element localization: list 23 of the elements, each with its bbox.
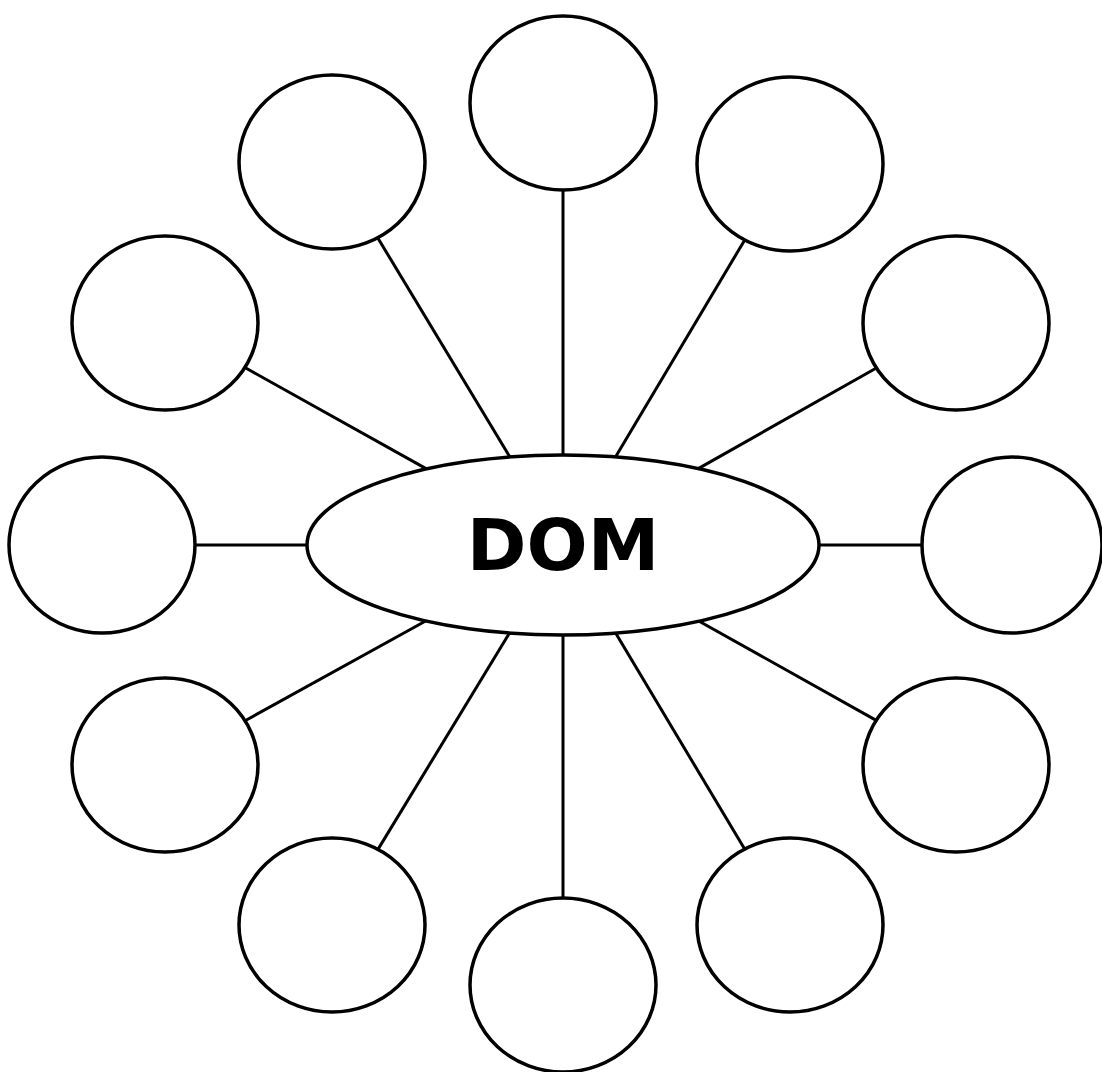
empty-circle xyxy=(237,836,427,1014)
empty-circle xyxy=(695,75,885,253)
connector-line xyxy=(244,366,428,471)
empty-circle xyxy=(70,676,260,854)
connector-line xyxy=(561,190,565,455)
connector-line xyxy=(819,543,922,547)
connector-line xyxy=(561,635,565,898)
connector-line xyxy=(698,619,877,722)
connector-line xyxy=(376,632,511,851)
center-ellipse xyxy=(305,453,821,637)
empty-circle xyxy=(237,73,427,251)
empty-circle xyxy=(468,14,658,192)
connector-line xyxy=(244,619,427,723)
empty-circle xyxy=(695,836,885,1014)
empty-circle xyxy=(7,455,197,635)
node-label: DOM xyxy=(466,509,660,581)
connector-line xyxy=(614,632,746,850)
connector-line xyxy=(376,237,512,458)
empty-circle xyxy=(70,234,260,412)
empty-circle xyxy=(861,676,1051,854)
empty-circle xyxy=(861,234,1051,412)
connector-line xyxy=(614,239,746,458)
connector-line xyxy=(697,366,878,470)
